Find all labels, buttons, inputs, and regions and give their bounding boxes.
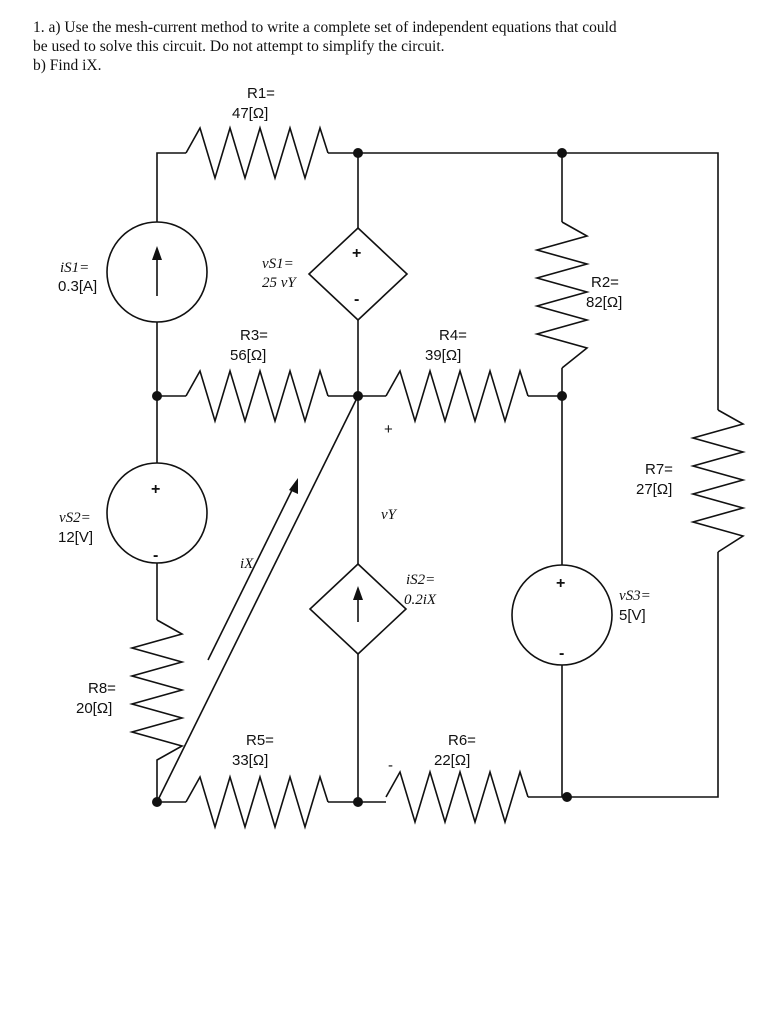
vs3-value: 5[V] (619, 607, 646, 624)
dependent-voltage-source-vs1 (307, 226, 409, 322)
vy-label: vY (381, 507, 398, 523)
vs2-name: vS2= (59, 510, 91, 526)
wire-diagonal-ix (156, 395, 359, 803)
resistor-r5 (185, 774, 329, 830)
resistor-r4 (385, 368, 529, 424)
r5-value: 33[Ω] (232, 752, 268, 769)
node-dot (353, 148, 363, 158)
node-dot (353, 797, 363, 807)
resistor-r7 (690, 409, 746, 553)
node-dot (557, 148, 567, 158)
vy-minus-sign: - (388, 757, 393, 774)
wires (156, 152, 719, 803)
node-dot (152, 797, 162, 807)
r7-name: R7= (645, 461, 673, 478)
r5-name: R5= (246, 732, 274, 749)
is2-value: 0.2iX (404, 592, 437, 608)
vy-plus-sign: + (384, 421, 393, 438)
vs1-name: vS1= (262, 256, 294, 272)
r1-value: 47[Ω] (232, 105, 268, 122)
problem-line-3: b) Find iX. (33, 57, 102, 74)
r1-name: R1= (247, 85, 275, 102)
arrow-up-icon (152, 246, 162, 260)
wire-top (328, 152, 719, 410)
vs3-minus-sign: - (559, 645, 564, 662)
resistor-r1 (185, 125, 329, 181)
node-dot (152, 391, 162, 401)
r2-name: R2= (591, 274, 619, 291)
resistor-r6 (385, 769, 529, 825)
resistor-r2 (534, 221, 590, 369)
arrow-diagonal-icon (289, 478, 298, 494)
vs1-value: 25 vY (262, 275, 297, 291)
ix-arrow-shaft (207, 481, 297, 661)
r3-name: R3= (240, 327, 268, 344)
wire-bottom-right (528, 552, 719, 798)
problem-line-1: 1. a) Use the mesh-current method to wri… (33, 19, 617, 36)
r8-name: R8= (88, 680, 116, 697)
problem-statement: 1. a) Use the mesh-current method to wri… (33, 18, 733, 75)
ix-label: iX (240, 556, 254, 572)
r4-value: 39[Ω] (425, 347, 461, 364)
is1-name: iS1= (60, 260, 89, 276)
r3-value: 56[Ω] (230, 347, 266, 364)
arrow-up-icon (353, 586, 363, 600)
vs2-value: 12[V] (58, 529, 93, 546)
voltage-source-vs2 (106, 462, 208, 564)
r2-value: 82[Ω] (586, 294, 622, 311)
r8-value: 20[Ω] (76, 700, 112, 717)
vs2-plus-sign: + (151, 481, 160, 498)
r6-name: R6= (448, 732, 476, 749)
vs2-minus-sign: - (153, 547, 158, 564)
vs1-plus-sign: + (352, 245, 361, 262)
voltage-source-vs3 (511, 564, 613, 666)
resistor-r3 (185, 368, 329, 424)
r4-name: R4= (439, 327, 467, 344)
node-dot (353, 391, 363, 401)
r6-value: 22[Ω] (434, 752, 470, 769)
is1-value: 0.3[A] (58, 278, 97, 295)
resistor-r8 (129, 619, 185, 790)
junction-nodes (152, 148, 572, 807)
vs3-plus-sign: + (556, 575, 565, 592)
is2-name: iS2= (406, 572, 435, 588)
vs3-name: vS3= (619, 588, 651, 604)
r7-value: 27[Ω] (636, 481, 672, 498)
wire-left-top (156, 152, 186, 244)
problem-line-2: be used to solve this circuit. Do not at… (33, 38, 445, 55)
vs1-minus-sign: - (354, 291, 359, 308)
node-dot (562, 792, 572, 802)
node-dot (557, 391, 567, 401)
